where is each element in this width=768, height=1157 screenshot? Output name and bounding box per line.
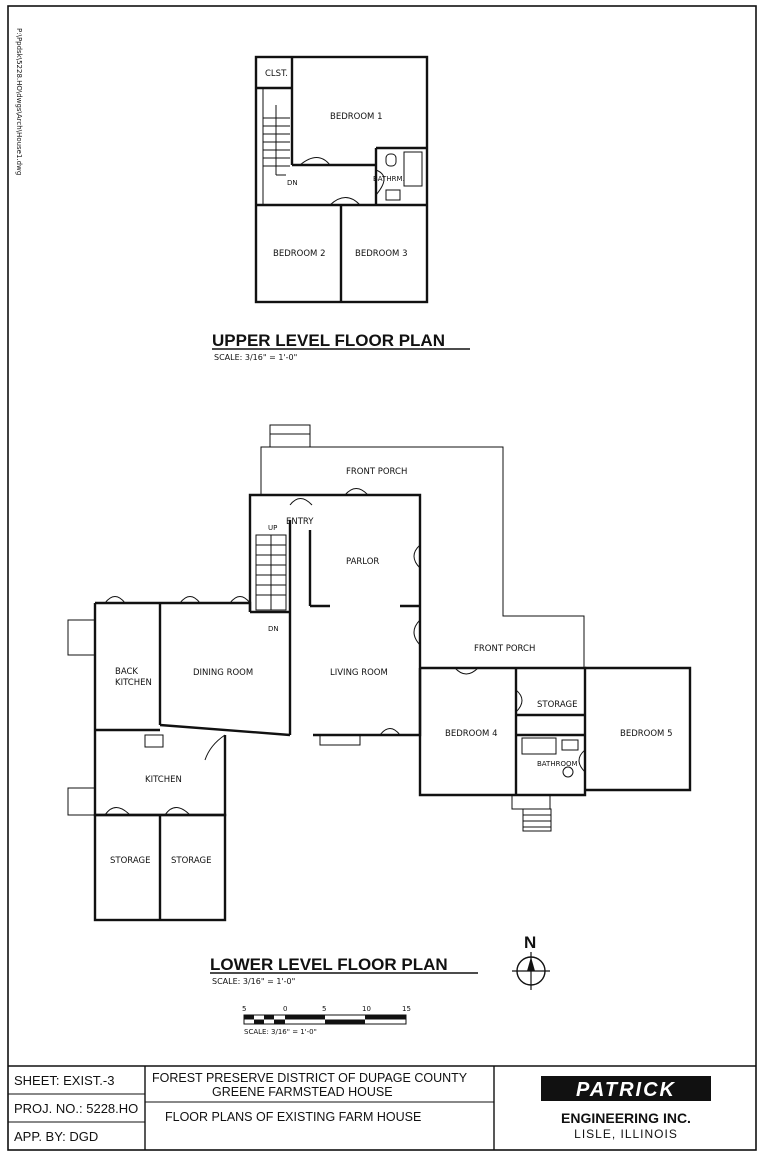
label-bedroom-4: BEDROOM 4 (445, 729, 497, 739)
label-dining-room: DINING ROOM (193, 668, 253, 678)
sheet-number: SHEET: EXIST.-3 (14, 1073, 114, 1088)
upper-sink (385, 189, 401, 201)
label-bathroom: BATHROOM (537, 760, 578, 768)
label-entry: ENTRY (286, 517, 314, 527)
company-location: LISLE, ILLINOIS (574, 1127, 678, 1141)
lower-toilet (562, 766, 574, 778)
project-number: PROJ. NO.: 5228.HO (14, 1101, 138, 1116)
scale-tick-a: 5 (242, 1005, 246, 1013)
upper-stairs (263, 105, 290, 176)
company-logo: PATRICK (576, 1079, 676, 1101)
scale-tick-c: 5 (322, 1005, 326, 1013)
company-logo-box (541, 1076, 711, 1101)
north-label: N (524, 933, 536, 952)
file-path: P:\Ppdsk\5228.HO\dwgs\Arch\House1.dwg (15, 28, 23, 175)
upper-level-plan: CLST. BEDROOM 1 BATHRM. DN BEDROOM 2 BED… (254, 55, 429, 304)
label-storage-left: STORAGE (110, 856, 150, 866)
label-kitchen: KITCHEN (145, 775, 182, 785)
title-block: SHEET: EXIST.-3 PROJ. NO.: 5228.HO APP. … (8, 1065, 756, 1150)
label-bedroom-1: BEDROOM 1 (330, 112, 382, 122)
scale-tick-e: 15 (402, 1005, 411, 1013)
chimney (269, 424, 311, 448)
label-up: UP (268, 524, 277, 532)
rear-steps (511, 794, 552, 832)
lower-level-scale: SCALE: 3/16" = 1'-0" (212, 977, 295, 986)
label-bathrm: BATHRM. (373, 175, 405, 183)
label-back-kitchen-2: KITCHEN (115, 678, 152, 688)
lower-level-title: LOWER LEVEL FLOOR PLAN (210, 955, 448, 974)
upper-level-title: UPPER LEVEL FLOOR PLAN (212, 331, 445, 350)
approved-by: APP. BY: DGD (14, 1129, 98, 1144)
graphic-scale-bar: 5 0 5 10 15 SCALE: 3/16" = 1'-0" (242, 1005, 411, 1036)
company-name: ENGINEERING INC. (561, 1110, 691, 1126)
label-front-porch-right: FRONT PORCH (474, 644, 535, 654)
scale-bar-note: SCALE: 3/16" = 1'-0" (244, 1028, 317, 1036)
scale-tick-b: 0 (283, 1005, 287, 1013)
label-upper-dn: DN (287, 179, 298, 187)
label-parlor: PARLOR (346, 557, 379, 567)
upper-tub (403, 151, 423, 187)
sheet-border (7, 5, 757, 1151)
upper-toilet (385, 153, 397, 167)
client-name: FOREST PRESERVE DISTRICT OF DUPAGE COUNT… (152, 1071, 468, 1085)
label-living-room: LIVING ROOM (330, 668, 388, 678)
label-storage-right: STORAGE (171, 856, 211, 866)
label-bedroom-2: BEDROOM 2 (273, 249, 325, 259)
label-bedroom-5: BEDROOM 5 (620, 729, 672, 739)
label-bedroom-3: BEDROOM 3 (355, 249, 407, 259)
lower-level-plan: FRONT PORCH UP ENTRY PARLOR DN FRONT POR… (67, 424, 692, 922)
lower-tub (521, 737, 557, 755)
label-lower-dn: DN (268, 625, 279, 633)
upper-level-scale: SCALE: 3/16" = 1'-0" (214, 353, 297, 362)
project-name: GREENE FARMSTEAD HOUSE (212, 1085, 393, 1099)
label-clst: CLST. (265, 69, 288, 79)
lower-stairs (255, 534, 287, 611)
north-arrow: N (512, 933, 550, 990)
lower-sink (561, 739, 579, 751)
drawing-title: FLOOR PLANS OF EXISTING FARM HOUSE (165, 1110, 421, 1124)
label-front-porch-top: FRONT PORCH (346, 467, 407, 477)
label-back-kitchen-1: BACK (115, 667, 138, 677)
label-storage-mid: STORAGE (537, 700, 577, 710)
scale-tick-d: 10 (362, 1005, 371, 1013)
